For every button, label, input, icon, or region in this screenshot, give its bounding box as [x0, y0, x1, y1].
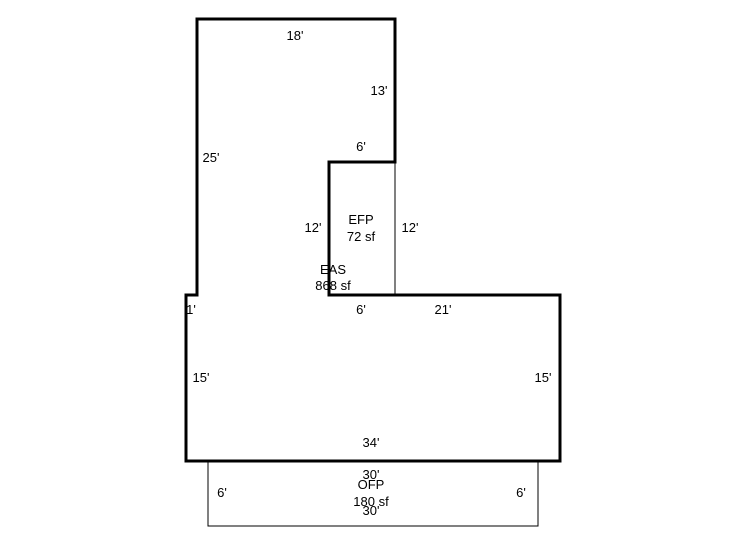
eas-size-label: 868 sf — [315, 278, 351, 293]
dim-eas-lower-left: 15' — [193, 370, 210, 385]
dim-eas-top: 18' — [287, 28, 304, 43]
dim-eas-left-upper: 25' — [203, 150, 220, 165]
eas-outline — [184, 17, 562, 463]
eas-code-label: EAS — [320, 262, 346, 277]
dim-eas-lower-top-right: 21' — [435, 302, 452, 317]
dim-eas-notch-bottom: 6' — [356, 302, 366, 317]
dim-ofp-left: 6' — [217, 485, 227, 500]
dim-eas-step: 1' — [186, 302, 196, 317]
dim-eas-bottom: 34' — [363, 435, 380, 450]
ofp-outline — [207, 461, 539, 527]
dim-ofp-right: 6' — [516, 485, 526, 500]
dim-efp-right: 12' — [402, 220, 419, 235]
dim-eas-upper-right: 13' — [371, 83, 388, 98]
ofp-size-label: 180 sf — [353, 494, 389, 509]
dim-eas-notch-left: 12' — [305, 220, 322, 235]
dim-eas-lower-right: 15' — [535, 370, 552, 385]
ofp-code-label: OFP — [358, 477, 385, 492]
dim-ofp-top: 30' — [363, 467, 380, 482]
efp-size-label: 72 sf — [347, 229, 376, 244]
dim-eas-notch-top: 6' — [356, 139, 366, 154]
efp-code-label: EFP — [348, 212, 373, 227]
dim-ofp-bottom: 30' — [363, 503, 380, 518]
